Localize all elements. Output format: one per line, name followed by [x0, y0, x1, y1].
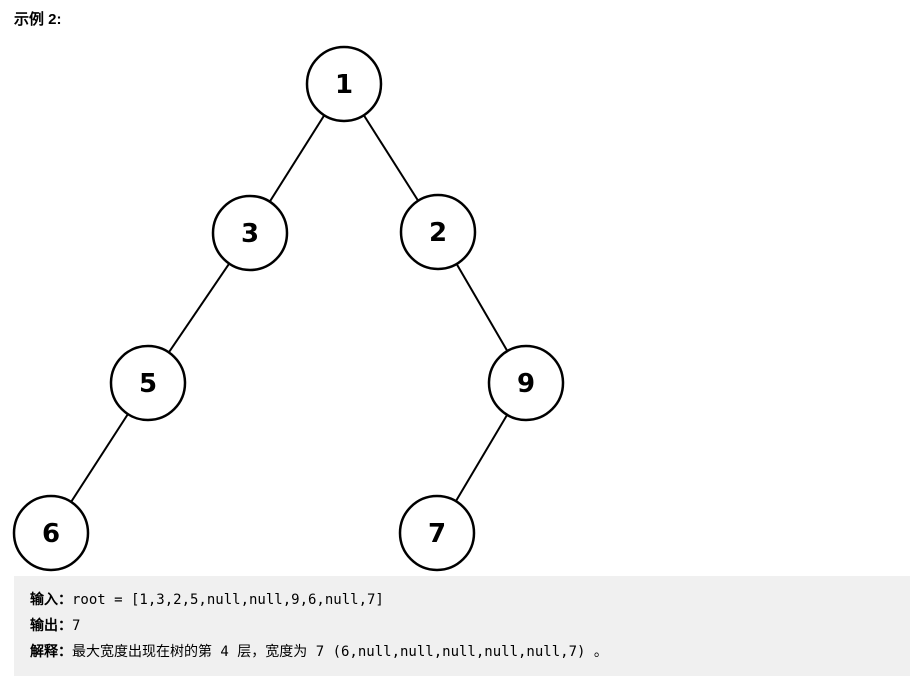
explanation-value: 最大宽度出现在树的第 4 层，宽度为 7 (6,null,null,null,n…	[72, 644, 608, 660]
explanation-line: 解释：最大宽度出现在树的第 4 层，宽度为 7 (6,null,null,nul…	[30, 639, 894, 665]
example-heading: 示例 2:	[14, 11, 62, 28]
tree-node-label: 6	[42, 519, 60, 549]
output-value: 7	[72, 618, 81, 634]
tree-node: 6	[12, 494, 90, 572]
tree-node: 3	[211, 194, 289, 272]
tree-node: 5	[109, 344, 187, 422]
tree-node-circle	[398, 494, 476, 572]
tree-node: 2	[399, 193, 477, 271]
tree-node-label: 7	[428, 519, 446, 549]
output-label: 输出：	[30, 618, 72, 634]
tree-node-circle	[12, 494, 90, 572]
input-line: 输入：root = [1,3,2,5,null,null,9,6,null,7]	[30, 587, 894, 613]
tree-node-circle	[487, 344, 565, 422]
explanation-label: 解释：	[30, 644, 72, 660]
tree-diagram: 1 3 2 5 9 6 7	[12, 45, 565, 572]
tree-node-circle	[109, 344, 187, 422]
tree-node-circle	[211, 194, 289, 272]
tree-node-circle	[399, 193, 477, 271]
input-label: 输入：	[30, 592, 72, 608]
tree-node-label: 5	[139, 369, 157, 399]
tree-node: 7	[398, 494, 476, 572]
tree-node-label: 3	[241, 219, 259, 249]
tree-node-label: 1	[335, 70, 353, 100]
example-code-block: 输入：root = [1,3,2,5,null,null,9,6,null,7]…	[14, 576, 910, 676]
tree-node: 9	[487, 344, 565, 422]
tree-node: 1	[305, 45, 383, 123]
tree-node-label: 9	[517, 369, 535, 399]
tree-node-label: 2	[429, 218, 447, 248]
output-line: 输出：7	[30, 613, 894, 639]
input-value: root = [1,3,2,5,null,null,9,6,null,7]	[72, 592, 384, 608]
tree-node-circle	[305, 45, 383, 123]
